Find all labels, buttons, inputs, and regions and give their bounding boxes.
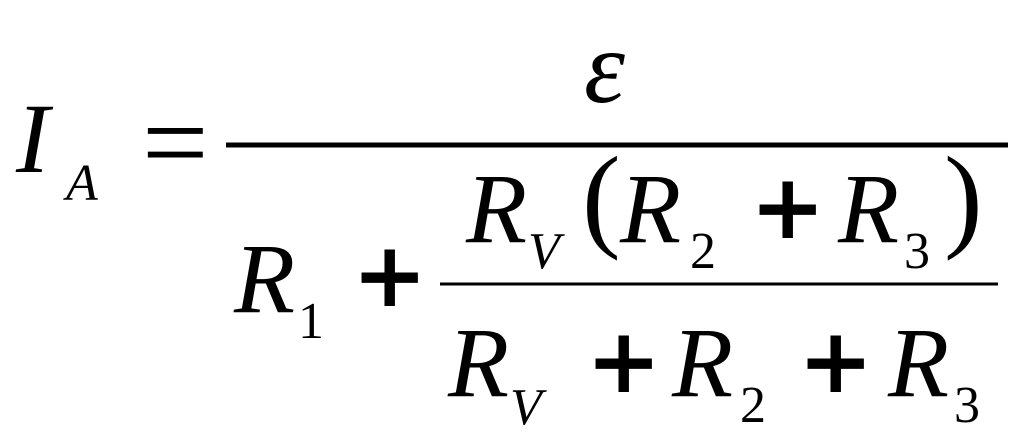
rv-subscript: V xyxy=(528,223,565,280)
r3-symbol: R xyxy=(837,153,899,264)
plus-sign: + xyxy=(798,309,873,414)
plus-sign: + xyxy=(586,309,661,414)
plus-sign: + xyxy=(750,155,825,260)
current-symbol: I xyxy=(15,83,54,194)
rv-symbol: R xyxy=(447,307,509,418)
open-paren: ( xyxy=(582,134,621,262)
r2-symbol: R xyxy=(671,307,733,418)
plus-sign: + xyxy=(352,223,427,328)
r3-subscript: 3 xyxy=(954,377,980,434)
current-subscript: A xyxy=(63,155,98,212)
r1-symbol: R xyxy=(233,223,295,334)
rv-subscript: V xyxy=(510,379,547,436)
r3-symbol: R xyxy=(887,307,949,418)
r2-subscript: 2 xyxy=(740,377,766,434)
r3-subscript: 3 xyxy=(904,223,930,280)
r2-symbol: R xyxy=(619,153,681,264)
r1-subscript: 1 xyxy=(298,293,324,350)
equals-sign: = xyxy=(142,77,209,208)
r2-subscript: 2 xyxy=(690,223,716,280)
close-paren: ) xyxy=(944,134,983,262)
emf-symbol: ε xyxy=(584,10,625,125)
rv-symbol: R xyxy=(465,153,527,264)
